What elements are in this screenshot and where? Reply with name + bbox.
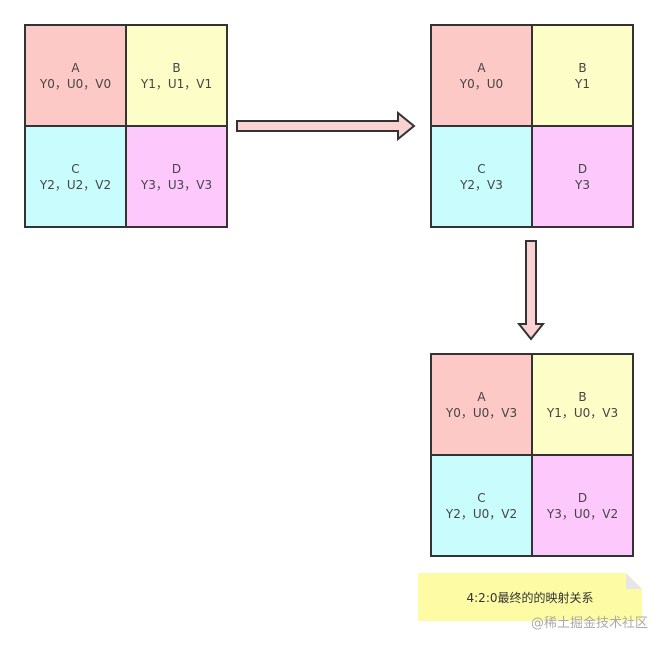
cell-letter: D	[171, 161, 182, 176]
watermark: @稀土掘金技术社区	[530, 616, 648, 631]
arrow-down-shape	[516, 240, 546, 341]
note-body	[418, 573, 642, 621]
arrow-right-shape	[236, 110, 416, 142]
cell-letter: B	[578, 60, 587, 75]
cell-letter: A	[477, 60, 486, 75]
cell-letter: A	[71, 60, 80, 75]
cell-letter: C	[477, 161, 486, 176]
cell-c: C Y2，V3	[432, 126, 532, 226]
cell-values: Y3，U3，V3	[140, 177, 213, 192]
sticky-note: 4:2:0最终的的映射关系	[418, 573, 642, 621]
pixel-grid-sampled: A Y0，U0 B Y1 C Y2，V3 D Y3	[430, 24, 634, 228]
cell-c: C Y2，U0，V2	[432, 455, 532, 555]
cell-b: B Y1，U0，V3	[532, 355, 632, 455]
cell-letter: B	[578, 389, 587, 404]
cell-letter: C	[71, 161, 80, 176]
cell-b: B Y1	[532, 26, 632, 126]
note-fold	[626, 573, 642, 589]
cell-values: Y0，U0	[459, 76, 504, 91]
pixel-grid-original: A Y0，U0，V0 B Y1，U1，V1 C Y2，U2，V2 D Y3，U3…	[24, 24, 228, 228]
cell-d: D Y3，U0，V2	[532, 455, 632, 555]
cell-values: Y0，U0，V0	[39, 76, 112, 91]
cell-values: Y0，U0，V3	[445, 405, 518, 420]
cell-letter: D	[577, 490, 588, 505]
arrow-down-icon	[516, 240, 546, 341]
cell-d: D Y3	[532, 126, 632, 226]
cell-values: Y2，U0，V2	[445, 506, 518, 521]
sticky-note-shape	[418, 573, 642, 621]
cell-letter: C	[477, 490, 486, 505]
cell-b: B Y1，U1，V1	[126, 26, 226, 126]
cell-values: Y3，U0，V2	[546, 506, 619, 521]
cell-values: Y1	[575, 76, 590, 91]
cell-values: Y2，U2，V2	[39, 177, 112, 192]
cell-a: A Y0，U0	[432, 26, 532, 126]
cell-letter: A	[477, 389, 486, 404]
cell-values: Y1，U0，V3	[546, 405, 619, 420]
arrow-right-icon	[236, 110, 416, 142]
cell-letter: D	[577, 161, 588, 176]
cell-a: A Y0，U0，V0	[26, 26, 126, 126]
cell-letter: B	[172, 60, 181, 75]
cell-values: Y2，V3	[460, 177, 503, 192]
note-text: 4:2:0最终的的映射关系	[466, 590, 594, 605]
cell-c: C Y2，U2，V2	[26, 126, 126, 226]
cell-values: Y1，U1，V1	[140, 76, 213, 91]
pixel-grid-mapped: A Y0，U0，V3 B Y1，U0，V3 C Y2，U0，V2 D Y3，U0…	[430, 353, 634, 557]
cell-d: D Y3，U3，V3	[126, 126, 226, 226]
cell-values: Y3	[575, 177, 590, 192]
cell-a: A Y0，U0，V3	[432, 355, 532, 455]
